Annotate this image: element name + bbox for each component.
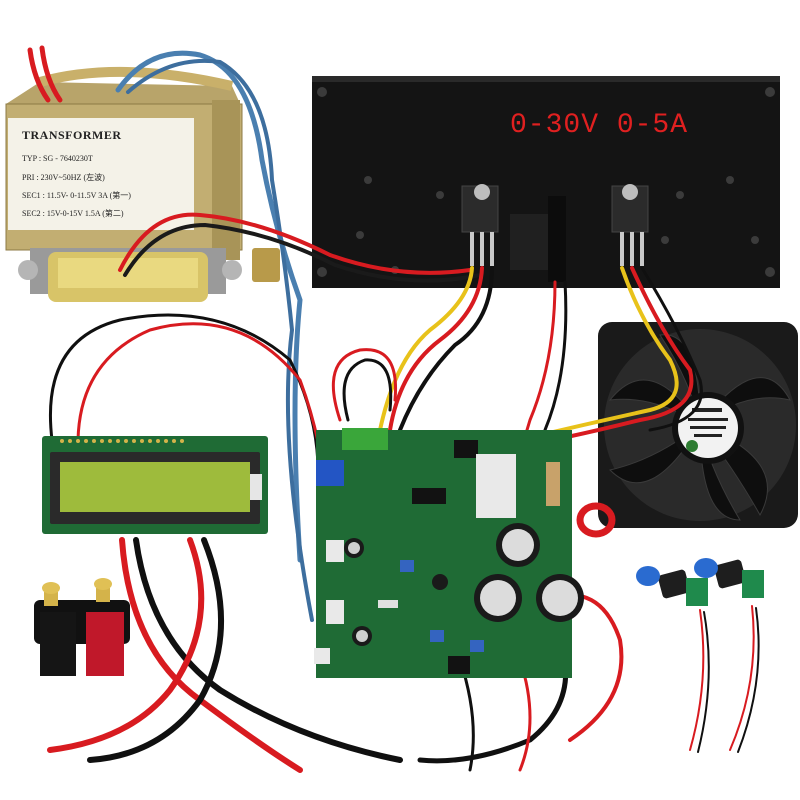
transformer-label-line: SEC2 : 15V-0-15V 1.5A (第二): [22, 209, 124, 218]
center-transistor: [510, 196, 566, 282]
transformer-label-line: TYP : SG - 7640230T: [22, 154, 93, 163]
wiring: [27, 45, 760, 773]
power-transistor-right: [611, 184, 649, 266]
transformer-label-line: SEC1 : 11.5V- 0-11.5V 3A (第一): [22, 191, 131, 200]
cooling-fan: [598, 322, 798, 528]
potentiometers: [636, 558, 764, 606]
lcd-module: [42, 436, 268, 534]
binding-posts: [34, 578, 130, 676]
main-pcb: [314, 428, 616, 678]
transformer-label-line: PRI : 230V~50HZ (左波): [22, 173, 105, 182]
power-transistor-left: [461, 184, 499, 266]
transformer-label-title: TRANSFORMER: [22, 128, 122, 142]
transformer: [5, 66, 280, 302]
heatsink-voltage-current-label: 0-30V 0-5A: [510, 110, 689, 141]
